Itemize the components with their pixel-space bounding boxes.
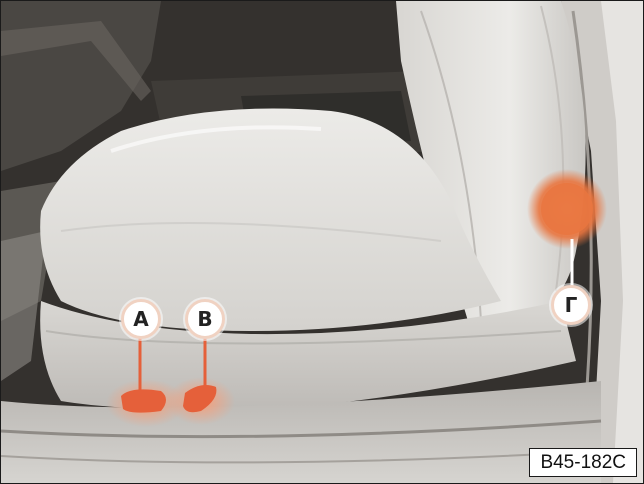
callout-b: B [185, 299, 225, 339]
callout-g-label: Г [565, 293, 578, 317]
callout-a: A [121, 299, 161, 339]
callout-a-label: A [133, 307, 148, 331]
callout-g: Г [551, 285, 591, 325]
seat-control-a-highlight [121, 389, 166, 412]
figure-reference-label: B45-182C [529, 448, 637, 477]
callout-b-label: B [197, 307, 212, 331]
